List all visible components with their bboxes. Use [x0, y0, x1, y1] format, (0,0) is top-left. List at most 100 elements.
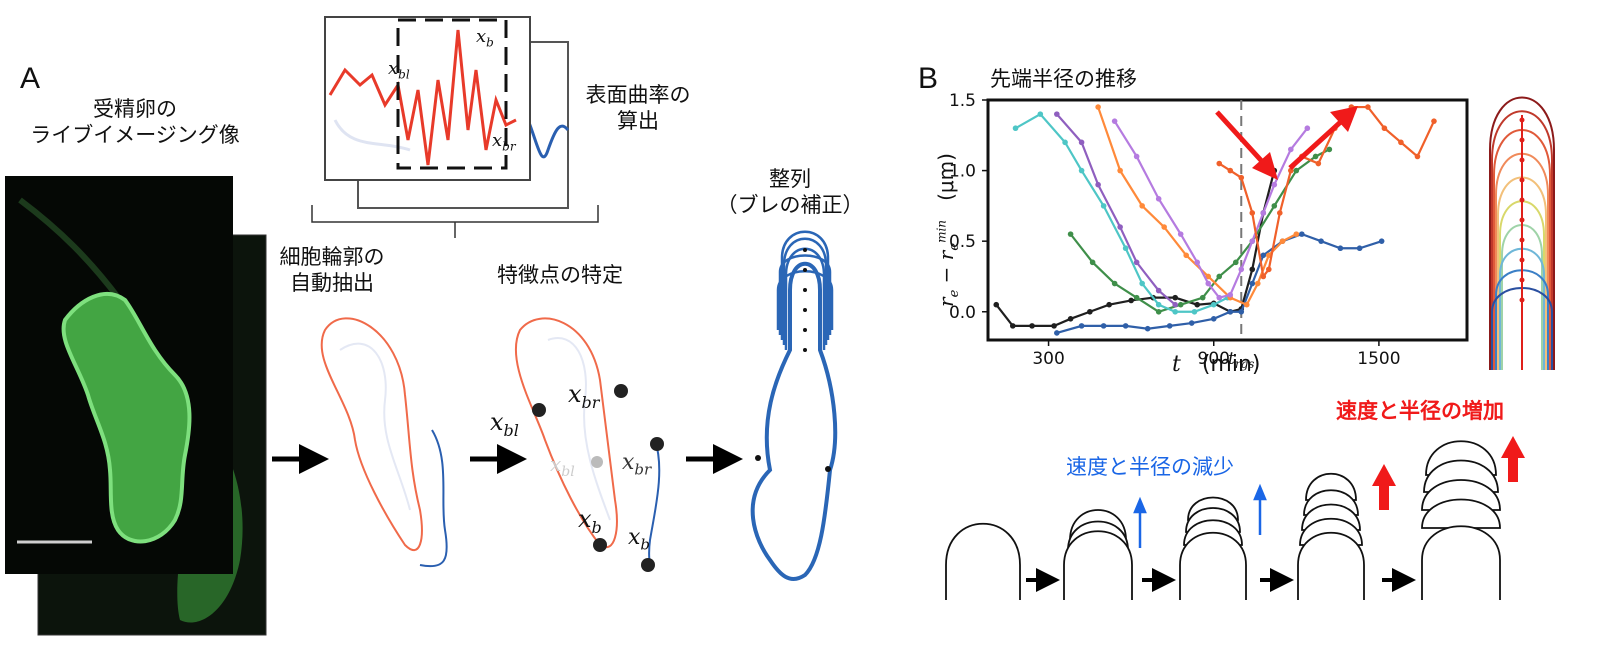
series-point-7 — [1381, 125, 1388, 132]
contour-line1: 細胞輪郭の — [279, 245, 385, 269]
series-line-6 — [1113, 120, 1309, 299]
series-point-1 — [1337, 245, 1344, 252]
series-point-1 — [1078, 323, 1085, 329]
series-point-4 — [1095, 181, 1101, 188]
series-line-1 — [1056, 232, 1382, 334]
series-point-7 — [1265, 266, 1272, 273]
curvature-red-trace — [328, 29, 517, 166]
series-point-3 — [1062, 139, 1068, 146]
contour-blue — [419, 429, 448, 568]
series-point-1 — [1299, 231, 1305, 237]
tip-stage-3 — [1179, 532, 1247, 600]
series-point-6 — [1177, 231, 1184, 237]
series-point-4 — [1172, 301, 1178, 308]
point-xb — [593, 538, 607, 552]
curvature-label: 表面曲率の 算出 — [568, 82, 708, 134]
series-point-2 — [1089, 259, 1096, 266]
y-tick-label: 1.0 — [949, 162, 976, 182]
series-point-6 — [1288, 146, 1294, 153]
align-label: 整列 （ブレの補正） — [700, 166, 880, 218]
series-point-0 — [1128, 297, 1134, 304]
series-point-6 — [1111, 118, 1118, 124]
series-point-1 — [1227, 308, 1234, 315]
point-faint — [591, 456, 603, 468]
curv-label-xb: xb — [476, 26, 494, 50]
series-point-7 — [1398, 139, 1404, 146]
feat-label-xbr: xbr — [568, 380, 600, 412]
series-point-4 — [1078, 139, 1085, 146]
feat-label-xbl-faint: xbl — [550, 452, 575, 480]
align-line2: （ブレの補正） — [716, 193, 864, 217]
series-point-0 — [1067, 316, 1074, 322]
series-point-7 — [1216, 160, 1223, 167]
series-point-1 — [1318, 238, 1324, 244]
series-point-1 — [1260, 252, 1267, 259]
series-point-4 — [1117, 224, 1123, 230]
series-point-0 — [1087, 308, 1093, 315]
series-point-7 — [1227, 167, 1234, 174]
series-point-5 — [1293, 231, 1300, 237]
series-point-6 — [1205, 280, 1212, 287]
y-tick-label: 1.5 — [949, 91, 976, 111]
series-point-5 — [1243, 301, 1250, 308]
tip-radius-points — [1519, 117, 1525, 303]
curvature-line1: 表面曲率の — [585, 83, 691, 107]
series-point-7 — [1414, 153, 1421, 160]
aligned-center-points — [755, 248, 831, 472]
series-point-1 — [1238, 308, 1245, 315]
red-arrow-up-shaft — [1288, 116, 1347, 170]
red-arrow-down-shaft — [1215, 110, 1270, 170]
curvature-faint-trace — [333, 119, 411, 152]
series-point-6 — [1260, 210, 1267, 216]
decrease-arrows — [1133, 483, 1267, 548]
panel-a-letter: A — [20, 62, 41, 95]
red-arrow-up-head — [1330, 106, 1358, 132]
feat-label-xb: xb — [578, 505, 602, 537]
series-point-7 — [1238, 174, 1245, 181]
point-xb-2 — [641, 558, 655, 572]
tip-growth-sequence — [945, 440, 1501, 600]
y-axis-label: re − remin (μm) — [934, 153, 962, 307]
aligned-contours — [750, 230, 838, 581]
series-point-2 — [1155, 308, 1162, 315]
series-point-1 — [1210, 316, 1217, 322]
series-point-0 — [1194, 301, 1201, 308]
series-point-6 — [1304, 125, 1311, 132]
red-arrow-down-head — [1252, 152, 1278, 180]
series-point-2 — [1312, 153, 1319, 160]
series-point-1 — [1144, 325, 1151, 332]
series-point-3 — [1012, 125, 1019, 132]
series-point-1 — [1100, 323, 1107, 329]
series-point-4 — [1133, 259, 1140, 266]
feat-label-xbr-2: xbr — [622, 450, 652, 479]
tip-stage-1 — [945, 522, 1021, 600]
live-imaging-line1: 受精卵の — [93, 97, 177, 121]
tip-stage-4 — [1297, 532, 1365, 600]
x-tick-label: 1500 — [1357, 349, 1400, 369]
series-point-6 — [1249, 238, 1256, 244]
contour-line2: 自動抽出 — [290, 271, 374, 295]
series-point-6 — [1155, 196, 1162, 202]
background-fiber — [18, 197, 123, 302]
series-point-2 — [1199, 294, 1206, 301]
series-point-5 — [1139, 203, 1145, 209]
x-tick-label: 900 — [1198, 349, 1230, 369]
panel-b-letter: B — [918, 62, 939, 95]
series-point-2 — [1111, 280, 1118, 287]
series-point-7 — [1365, 104, 1371, 110]
series-point-2 — [1216, 273, 1223, 280]
feature-contour-orange — [514, 317, 618, 549]
live-imaging-line2: ライブイメージング像 — [30, 123, 240, 147]
series-point-6 — [1271, 181, 1278, 188]
series-point-3 — [1172, 308, 1178, 315]
series-point-0 — [993, 301, 1000, 308]
contour-faint — [339, 342, 411, 511]
series-point-1 — [1249, 280, 1256, 287]
chart-title: 先端半径の推移 — [990, 67, 1137, 91]
series-point-7 — [1277, 210, 1283, 216]
series-point-2 — [1133, 294, 1140, 301]
series-point-6 — [1216, 294, 1223, 301]
series-point-1 — [1356, 245, 1363, 252]
curv-label-xbr: xbr — [492, 130, 516, 154]
series-point-7 — [1431, 118, 1437, 124]
